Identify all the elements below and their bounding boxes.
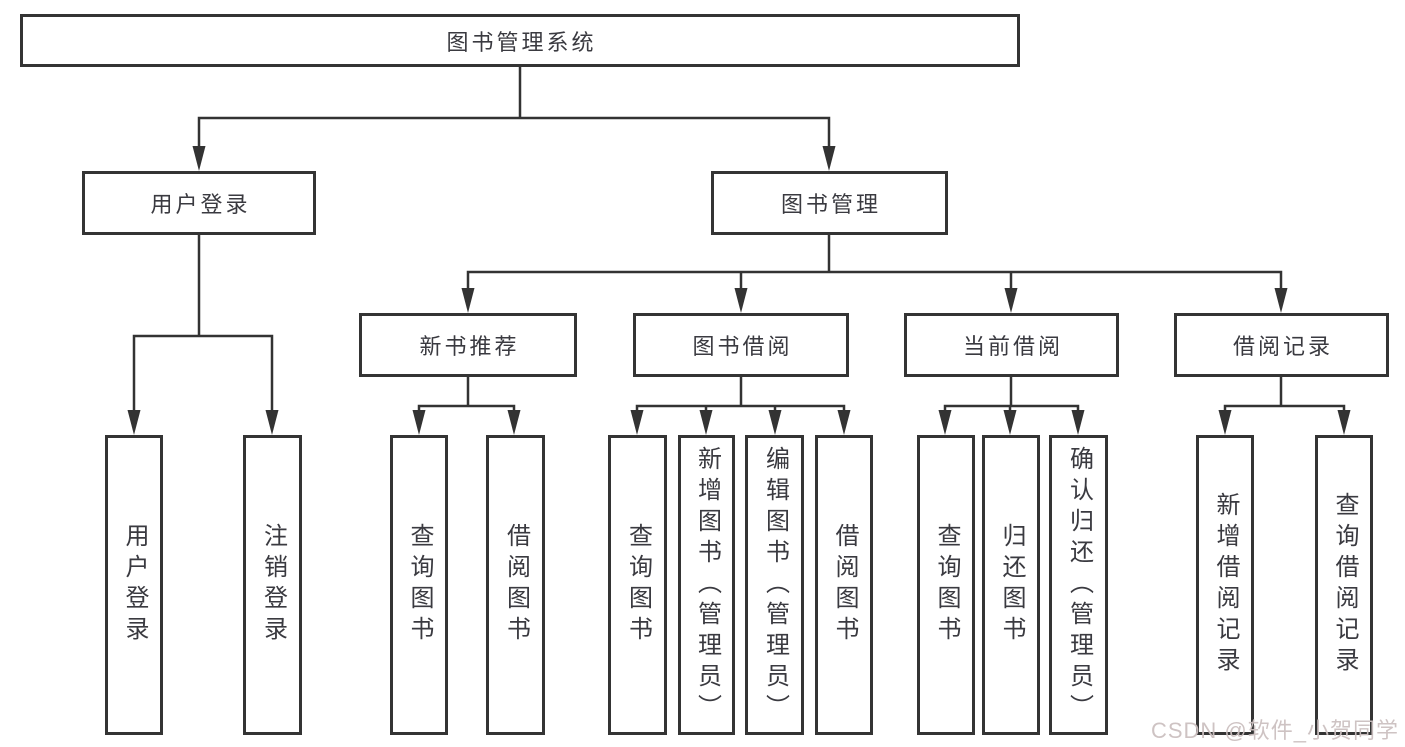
arrowhead: [1274, 288, 1288, 313]
connector-book-management-branch: [466, 233, 1283, 292]
arrowhead: [127, 410, 141, 435]
node-leaf-user-login: 用户登录: [105, 435, 163, 735]
node-current-borrow: 当前借阅: [904, 313, 1119, 377]
node-leaf-query-books-borrow: 查询图书: [608, 435, 667, 735]
node-leaf-label: 借阅图书: [831, 523, 858, 647]
node-leaf-label: 确认归还（管理员）: [1065, 445, 1093, 725]
arrowhead: [507, 410, 521, 435]
node-leaf-label: 归还图书: [998, 523, 1025, 647]
connector-current-borrow-branch: [943, 375, 1080, 414]
arrowhead: [768, 410, 782, 435]
node-leaf-label: 借阅图书: [502, 523, 530, 647]
node-leaf-label: 查询图书: [624, 523, 652, 647]
node-leaf-return-books: 归还图书: [982, 435, 1040, 735]
arrowhead: [265, 410, 279, 435]
connector-book-borrow-branch: [635, 375, 846, 414]
node-root-library-system: 图书管理系统: [20, 14, 1020, 67]
connector-new-book-branch: [417, 375, 516, 414]
node-leaf-label: 新增借阅记录: [1212, 492, 1239, 678]
node-leaf-label: 查询图书: [933, 523, 960, 647]
node-leaf-label: 新增图书（管理员）: [693, 445, 721, 725]
csdn-watermark: CSDN @软件_小贺同学: [1150, 718, 1399, 743]
arrowhead: [1071, 410, 1085, 435]
node-leaf-label: 查询图书: [406, 523, 433, 647]
node-user-login: 用户登录: [82, 171, 316, 235]
node-leaf-label: 注销登录: [259, 523, 287, 647]
arrowhead: [412, 410, 426, 435]
node-leaf-borrow-books-recommend: 借阅图书: [486, 435, 545, 735]
node-borrow-records: 借阅记录: [1174, 313, 1389, 377]
arrowhead: [822, 146, 836, 171]
node-leaf-confirm-return-admin: 确认归还（管理员）: [1049, 435, 1108, 735]
arrowhead: [192, 146, 206, 171]
node-leaf-query-books-current: 查询图书: [917, 435, 975, 735]
arrowhead: [1003, 410, 1017, 435]
arrowhead: [734, 288, 748, 313]
node-leaf-label: 查询借阅记录: [1331, 492, 1358, 678]
node-leaf-edit-book-admin: 编辑图书（管理员）: [745, 435, 804, 735]
node-leaf-add-borrow-record: 新增借阅记录: [1196, 435, 1254, 735]
arrowheads: [127, 146, 1351, 435]
arrowhead: [630, 410, 644, 435]
connector-borrow-records-branch: [1223, 375, 1346, 414]
node-leaf-query-borrow-record: 查询借阅记录: [1315, 435, 1373, 735]
arrowhead: [699, 410, 713, 435]
node-new-book-recommend: 新书推荐: [359, 313, 577, 377]
node-leaf-query-books-recommend: 查询图书: [390, 435, 448, 735]
arrowhead: [1337, 410, 1351, 435]
arrowhead: [938, 410, 952, 435]
arrowhead: [837, 410, 851, 435]
node-leaf-borrow-books: 借阅图书: [815, 435, 873, 735]
node-book-management: 图书管理: [711, 171, 948, 235]
node-leaf-logout: 注销登录: [243, 435, 302, 735]
connector-root-to-level2: [197, 65, 831, 150]
node-leaf-label: 用户登录: [121, 523, 148, 647]
node-book-borrow: 图书借阅: [633, 313, 849, 377]
arrowhead: [461, 288, 475, 313]
node-leaf-add-book-admin: 新增图书（管理员）: [678, 435, 735, 735]
connector-user-login-branch: [132, 233, 274, 414]
node-leaf-label: 编辑图书（管理员）: [761, 445, 789, 725]
arrowhead: [1218, 410, 1232, 435]
arrowhead: [1004, 288, 1018, 313]
